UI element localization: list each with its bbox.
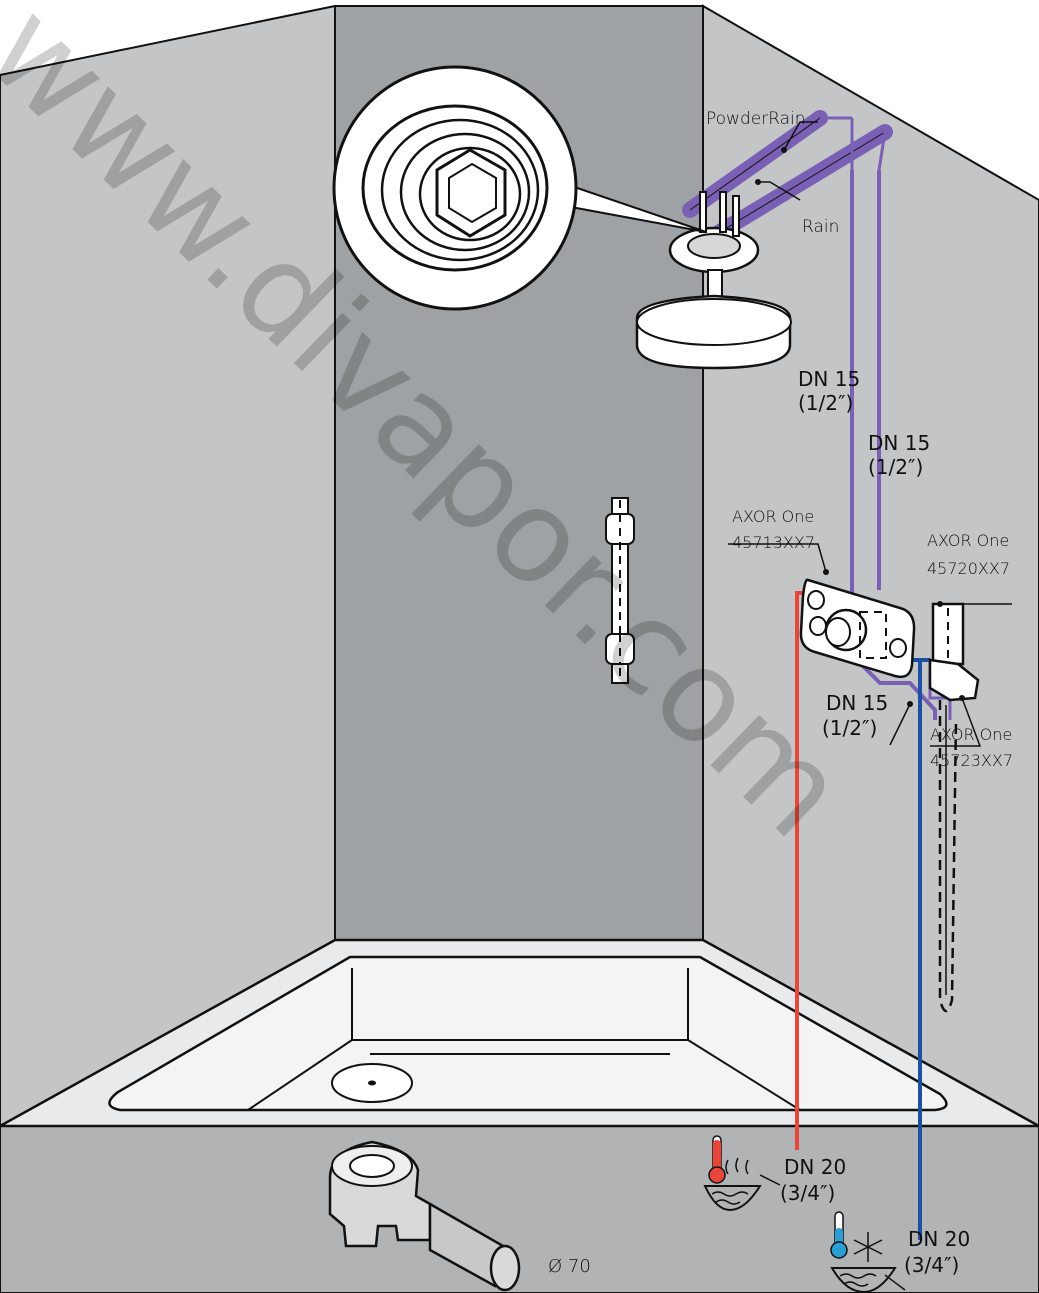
hand-shower-product-name: AXOR One	[927, 531, 1009, 550]
dn20-cold-line2: (3/4″)	[904, 1253, 959, 1277]
mixer-product-code: 45713XX7	[732, 533, 815, 552]
drain-diameter-label: Ø 70	[548, 1256, 591, 1277]
dn15-c-line1: DN 15	[826, 691, 888, 715]
holder-product-code: 45723XX7	[930, 751, 1013, 770]
hand-shower	[928, 602, 980, 702]
connector-detail-callout	[332, 65, 707, 311]
ceiling-shower-head	[635, 191, 792, 370]
cold-water-snowflake-icon	[830, 1211, 897, 1293]
hot-water-thermometer-icon	[703, 1135, 762, 1212]
wall-grab-bar	[605, 497, 635, 684]
dn15-a-line1: DN 15	[798, 367, 860, 391]
mixer-product-name: AXOR One	[732, 507, 814, 526]
dn15-a-line2: (1/2″)	[798, 391, 853, 415]
dn15-c-line2: (1/2″)	[822, 716, 877, 740]
dn20-cold-line1: DN 20	[908, 1227, 970, 1251]
hand-shower-product-code: 45720XX7	[927, 559, 1010, 578]
holder-product-name: AXOR One	[930, 725, 1012, 744]
mixer-valve	[799, 578, 916, 679]
powderrain-label: PowderRain	[706, 109, 806, 129]
shower-hose	[938, 700, 958, 1013]
overhead-pipe-powderrain	[682, 110, 828, 218]
bathtub	[0, 938, 1039, 1128]
dn20-hot-line1: DN 20	[784, 1155, 846, 1179]
dn15-b-line2: (1/2″)	[868, 455, 923, 479]
leader-lines	[728, 121, 1012, 1291]
drain-trap	[328, 1140, 521, 1292]
dn20-hot-line2: (3/4″)	[780, 1181, 835, 1205]
overhead-pipe-rain	[712, 124, 893, 240]
dn15-b-line1: DN 15	[868, 431, 930, 455]
rain-label: Rain	[802, 217, 839, 237]
